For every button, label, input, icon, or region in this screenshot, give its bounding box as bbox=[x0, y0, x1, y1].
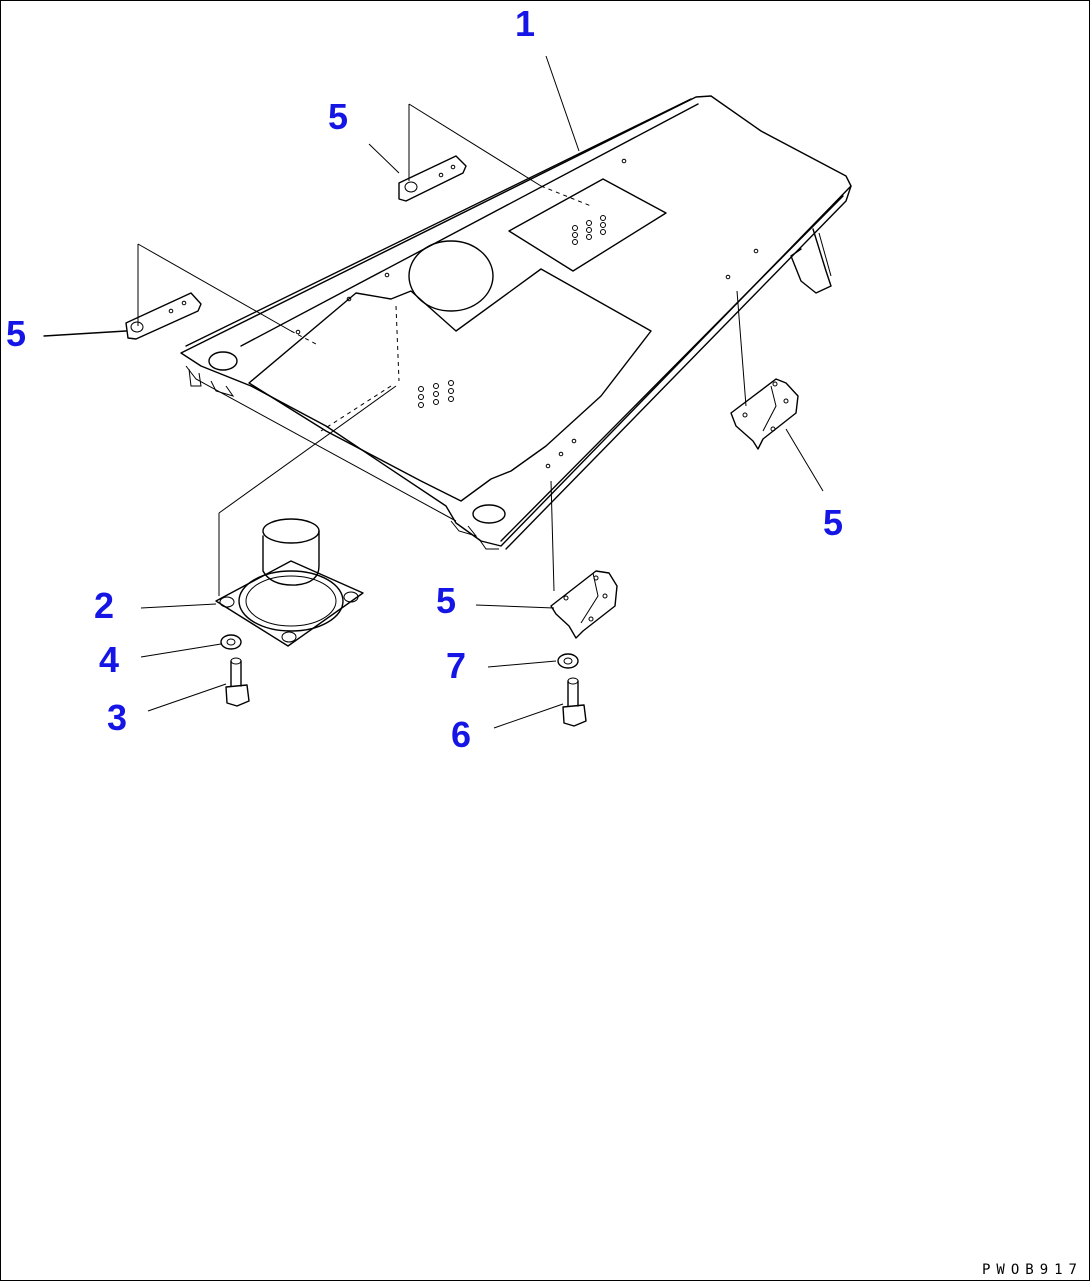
callout-2: 2 bbox=[94, 585, 114, 626]
callout-5-lower: 5 bbox=[436, 580, 456, 621]
bolt-right bbox=[562, 677, 587, 727]
callout-1: 1 bbox=[515, 3, 535, 44]
drawing-code: PWOB917 bbox=[981, 1262, 1083, 1278]
bracket-top bbox=[398, 155, 467, 202]
callout-4: 4 bbox=[99, 639, 119, 680]
callout-5-left: 5 bbox=[6, 313, 26, 354]
washer-left bbox=[220, 634, 242, 650]
washer-right bbox=[557, 653, 579, 669]
callout-5-right: 5 bbox=[823, 502, 843, 543]
bracket-lower bbox=[550, 570, 618, 639]
callout-3: 3 bbox=[107, 697, 127, 738]
rubber-mount bbox=[215, 518, 364, 647]
callout-5-top: 5 bbox=[328, 96, 348, 137]
floor-frame bbox=[180, 95, 852, 550]
callout-labels: 1 5 5 5 5 2 4 3 7 6 bbox=[6, 3, 843, 755]
leader-lines bbox=[43, 55, 824, 729]
bolt-left bbox=[225, 657, 250, 707]
callout-6: 6 bbox=[451, 714, 471, 755]
bracket-right bbox=[730, 378, 799, 450]
callout-7: 7 bbox=[446, 645, 466, 686]
bracket-left bbox=[125, 292, 202, 340]
